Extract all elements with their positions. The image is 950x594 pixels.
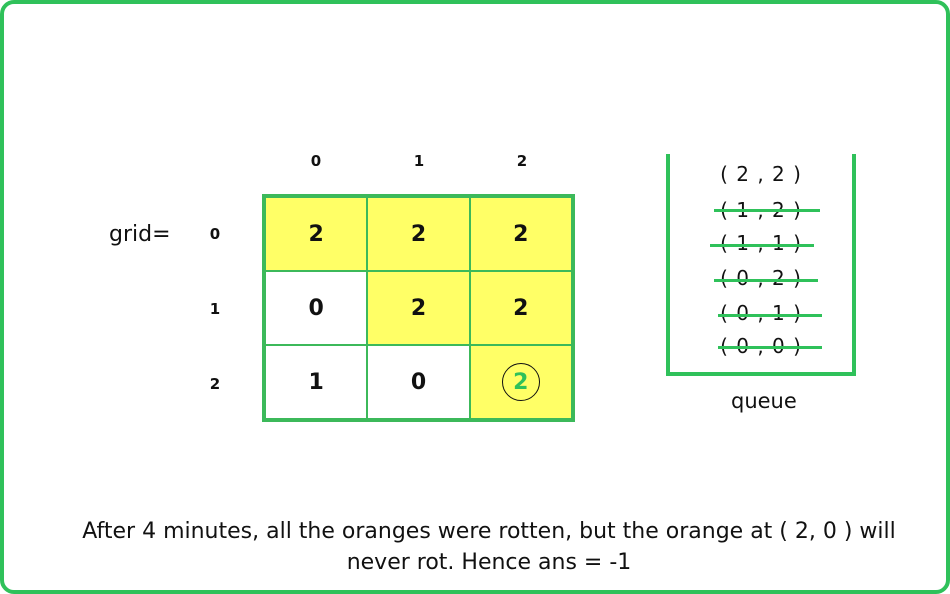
strikethrough-line-5	[718, 346, 822, 349]
grid-cell-2-2: 2	[469, 345, 572, 419]
grid-cell-1-0: 0	[265, 271, 368, 345]
grid-cell-0-1: 2	[367, 197, 470, 271]
highlight-circle: 2	[501, 363, 540, 401]
column-index-2: 2	[516, 152, 528, 170]
grid-cell-0-0: 2	[265, 197, 368, 271]
queue-item-4: ( 0 , 1 )	[720, 301, 802, 325]
grid-label: grid=	[109, 222, 171, 247]
column-index-0: 0	[310, 152, 322, 170]
column-index-1: 1	[413, 152, 425, 170]
strikethrough-line-4	[718, 314, 822, 317]
row-index-0: 0	[209, 225, 221, 243]
queue-item-3: ( 0 , 2 )	[720, 266, 802, 290]
grid-cell-0-2: 2	[469, 197, 572, 271]
strikethrough-line-3	[714, 279, 818, 282]
grid-cell-1-2: 2	[469, 271, 572, 345]
row-index-1: 1	[209, 300, 221, 318]
strikethrough-line-1	[714, 209, 820, 212]
caption-line-1: After 4 minutes, all the oranges were ro…	[82, 519, 896, 544]
orange-grid: 2 2 2 0 2 2 1 0 2	[262, 194, 575, 422]
queue-container: ( 2 , 2 ) ( 1 , 2 ) ( 1 , 1 ) ( 0 , 2 ) …	[666, 154, 856, 376]
grid-cell-2-0: 1	[265, 345, 368, 419]
queue-label: queue	[731, 389, 797, 413]
caption-line-2: never rot. Hence ans = -1	[346, 550, 632, 575]
grid-cell-2-1: 0	[367, 345, 470, 419]
strikethrough-line-2	[710, 244, 814, 247]
row-index-2: 2	[209, 375, 221, 393]
caption: After 4 minutes, all the oranges were ro…	[44, 516, 934, 578]
queue-item-2: ( 1 , 1 )	[720, 231, 802, 255]
queue-item-0: ( 2 , 2 )	[720, 162, 802, 186]
grid-cell-1-1: 2	[367, 271, 470, 345]
